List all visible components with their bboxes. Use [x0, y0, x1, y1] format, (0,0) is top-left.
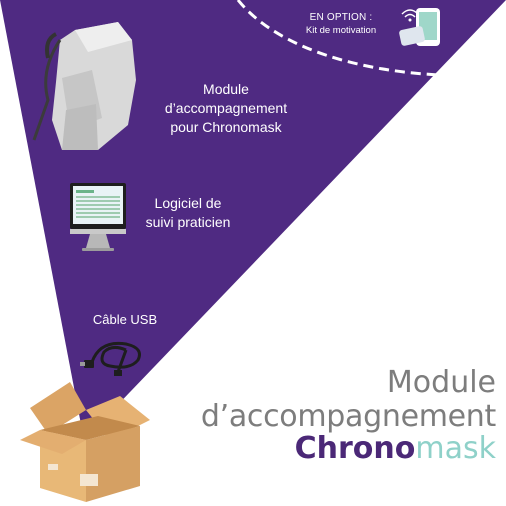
brand-title-line-2: d’accompagnement: [200, 399, 496, 434]
monitor-image: [70, 183, 126, 251]
module-device-image: [32, 22, 136, 150]
module-label-line-2: d’accompagnement: [164, 100, 288, 116]
phone-wifi-icon: [399, 8, 440, 46]
module-label-line-3: pour Chronomask: [170, 119, 282, 135]
module-label: Module d’accompagnement pour Chronomask: [156, 80, 296, 137]
cardboard-box-image: [20, 382, 150, 502]
software-label: Logiciel de suivi praticien: [128, 194, 248, 232]
option-title: EN OPTION :: [309, 12, 373, 23]
software-label-line-1: Logiciel de: [154, 195, 222, 211]
software-label-line-2: suivi praticien: [145, 214, 231, 230]
brand-wordmark: Chronomask: [295, 432, 496, 466]
brand-wordmark-chrono: Chrono: [294, 431, 416, 466]
dashed-arc: [236, 0, 441, 77]
brand-title-line-1: Module: [386, 365, 496, 400]
option-subtitle: Kit de motivation: [305, 25, 377, 36]
module-label-line-1: Module: [203, 81, 249, 97]
brand-wordmark-mask: mask: [415, 431, 496, 466]
usb-cable-image: [80, 341, 141, 376]
cable-label: Câble USB: [92, 312, 158, 327]
